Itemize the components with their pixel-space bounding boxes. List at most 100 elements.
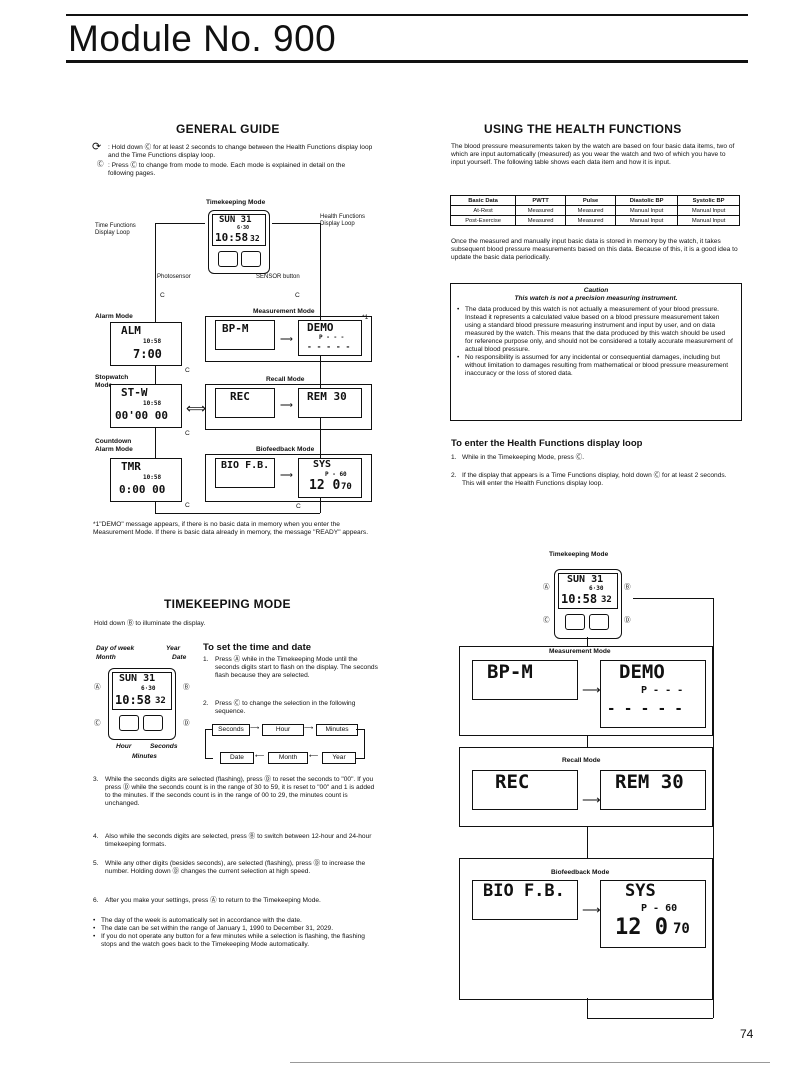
th-diastolic: Diastolic BP — [615, 195, 679, 206]
step-6: After you make your settings, press Ⓐ to… — [105, 897, 321, 904]
main-watch: SUN 31 6·30 10:58 32 — [208, 210, 270, 274]
hd-sys-screen: SYS P - 60 12 0 70 — [600, 880, 706, 948]
tk-secs: 32 — [155, 696, 166, 706]
seq-hour: Hour — [262, 724, 304, 736]
hd-day: SUN 31 — [567, 574, 604, 585]
footnote-marker: *1 — [362, 314, 369, 321]
tmr-time: 0:00 00 — [119, 483, 166, 496]
th-basic-data: Basic Data — [449, 195, 517, 206]
hd-stem-3 — [587, 998, 588, 1018]
seq-loop-left — [205, 729, 213, 759]
table-row: Post-Exercise Measured Measured Manual I… — [449, 215, 740, 226]
label-year: Year — [166, 645, 181, 652]
title-rule — [66, 60, 748, 63]
table-cell: Post-Exercise — [449, 215, 517, 226]
caution-text-1: The data produced by this watch is not a… — [465, 306, 733, 353]
step-5: While any other digits (besides seconds)… — [105, 860, 366, 875]
alm-small: 10:58 — [143, 338, 162, 345]
step-3: While the seconds digits are selected (f… — [105, 776, 375, 807]
sys-val2: 70 — [341, 482, 352, 492]
hd-button-left[interactable] — [565, 614, 585, 630]
bullet-item: •The date can be set within the range of… — [93, 925, 378, 933]
general-guide-heading: GENERAL GUIDE — [176, 122, 280, 136]
basic-data-table: Basic Data PWTT Pulse Diastolic BP Systo… — [449, 195, 740, 226]
c-label-top-right: C — [295, 292, 300, 299]
page-number: 74 — [740, 1027, 754, 1041]
tk-button-right[interactable] — [143, 715, 163, 731]
seq-date: Date — [220, 752, 254, 764]
bullet-text: The date can be set within the range of … — [101, 925, 334, 932]
hd-measurement-label: Measurement Mode — [549, 648, 611, 655]
alarm-screen: ALM 10:58 7:00 — [110, 322, 182, 366]
table-header-row: Basic Data PWTT Pulse Diastolic BP Systo… — [449, 195, 740, 206]
tmr-small: 10:58 — [143, 474, 162, 481]
hd-loop-top — [633, 598, 713, 599]
seq-minutes: Minutes — [316, 724, 358, 736]
hd-recall-label: Recall Mode — [562, 757, 601, 764]
rec-screen: REC — [215, 388, 275, 418]
rem-screen: REM 30 — [298, 388, 362, 418]
arrow-bio: ⟶ — [280, 470, 293, 480]
c-label-bottom: C — [296, 503, 301, 510]
tk-day: SUN 31 — [119, 673, 156, 684]
time-loop-line — [155, 223, 205, 224]
th-systolic: Systolic BP — [677, 195, 740, 206]
main-watch-screen: SUN 31 6·30 10:58 32 — [212, 214, 266, 246]
th-pulse: Pulse — [565, 195, 617, 206]
rec-text: REC — [230, 390, 250, 403]
sys-text: SYS — [313, 459, 332, 470]
hd-stem-2 — [587, 826, 588, 858]
health-heading: USING THE HEALTH FUNCTIONS — [484, 122, 682, 136]
hd-rem-text: REM 30 — [615, 771, 684, 793]
biofeedback-mode-label: Biofeedback Mode — [256, 446, 315, 453]
sensor-button[interactable] — [218, 251, 238, 267]
alm-time: 7:00 — [133, 347, 162, 361]
caution-subtitle: This watch is not a precision measuring … — [514, 295, 678, 302]
set-step-2: Press Ⓒ to change the selection in the f… — [215, 700, 356, 715]
step-5-num: 5. — [93, 860, 99, 867]
step-4: Also while the seconds digits are select… — [105, 833, 372, 848]
tk-button-left[interactable] — [119, 715, 139, 731]
date-display: 6·30 — [237, 225, 250, 231]
seq-arrow-4: ⟵ — [309, 753, 319, 760]
time-functions-loop-label: Time Functions Display Loop — [95, 223, 136, 236]
hd-measurement-group — [459, 646, 713, 736]
hd-loop-stem — [587, 637, 588, 647]
enter-step-2: If the display that appears is a Time Fu… — [462, 472, 727, 487]
hd-sys-val2: 70 — [673, 921, 690, 937]
table-cell: Manual Input — [677, 215, 740, 226]
table-cell: Manual Input — [615, 205, 679, 216]
button-d-label: Ⓓ — [183, 720, 190, 727]
seq-month-label: Month — [278, 754, 298, 761]
rem-text: REM 30 — [307, 390, 347, 403]
caution-item-1: •The data produced by this watch is not … — [457, 306, 733, 353]
loop-bottom-line — [155, 513, 320, 514]
after-table-text: Once the measured and manually input bas… — [451, 238, 738, 261]
health-intro: The blood pressure measurements taken by… — [451, 143, 735, 166]
c-label-alarm: C — [185, 367, 190, 374]
hd-watch: SUN 31 6·30 10:58 32 — [554, 569, 622, 639]
set-step-2-num: 2. — [203, 700, 209, 707]
seq-year-label: Year — [332, 754, 346, 761]
time-loop-vertical — [155, 223, 156, 513]
hd-arrow-recall: ⟶ — [582, 792, 601, 807]
hd-rec-text: REC — [495, 771, 530, 793]
hd-button-right[interactable] — [589, 614, 609, 630]
hd-rem-screen: REM 30 — [600, 770, 706, 810]
diagram-timekeeping-label: Timekeeping Mode — [206, 199, 266, 206]
legend-hold-text: : Hold down Ⓒ for at least 2 seconds to … — [108, 144, 373, 159]
hd-demo-text: DEMO — [619, 661, 665, 683]
hd-loop-bottom — [587, 1018, 713, 1019]
countdown-screen: TMR 10:58 0:00 00 — [110, 458, 182, 502]
demo-p: P - - - — [319, 334, 345, 341]
tk-time: 10:58 — [115, 693, 152, 707]
hd-stem-1 — [587, 735, 588, 747]
seq-arrow-1: ⟶ — [250, 725, 260, 732]
tmr-text: TMR — [121, 460, 141, 473]
label-day-of-week: Day of week — [96, 645, 135, 652]
photosensor — [241, 251, 261, 267]
hd-demo-screen: DEMO P - - - - - - - - — [600, 660, 706, 728]
button-a-label: Ⓐ — [94, 684, 101, 691]
arrow-meas: ⟶ — [280, 334, 293, 344]
seq-loop-right — [356, 729, 365, 759]
